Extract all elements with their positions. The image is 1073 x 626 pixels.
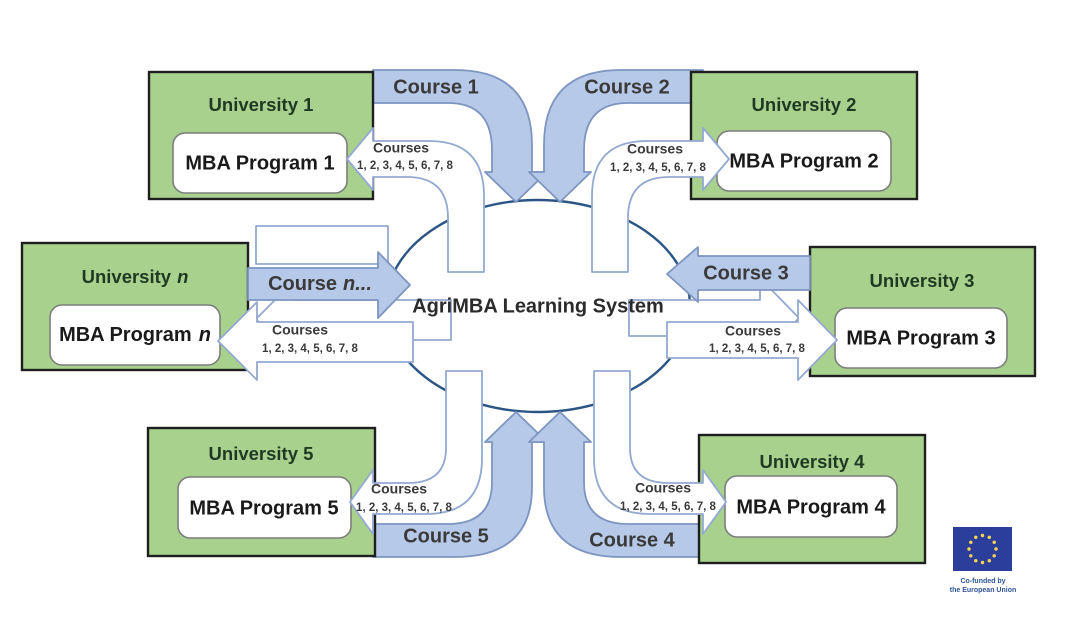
course-n-arrow [247, 251, 411, 319]
mba-program-1-box [172, 132, 348, 194]
courses-label-5: Courses 1, 2, 3, 4, 5, 6, 7, 8 [356, 481, 453, 514]
eu-star [992, 554, 996, 558]
courses-word-2: Courses [627, 141, 683, 157]
courses-word-4: Courses [635, 480, 691, 496]
course-1-arrow [372, 69, 548, 203]
university-4-box: University 4 MBA Program 4 [697, 433, 927, 565]
eu-badge-line2: the European Union [950, 587, 1017, 594]
course-2-arrow [528, 69, 704, 203]
center-system-label: AgriMBA Learning System [412, 295, 664, 317]
course-4-label: Course 4 [589, 529, 675, 551]
courses-to-mba-n-echo-band [255, 225, 389, 265]
mba-program-2-label: MBA Program 2 [729, 150, 878, 172]
courses-label-4: Courses 1, 2, 3, 4, 5, 6, 7, 8 [620, 480, 717, 513]
university-2-title: University 2 [752, 94, 857, 115]
eu-flag [953, 527, 1012, 571]
mba-program-1-label: MBA Program 1 [185, 152, 334, 174]
courses-label-n: Courses 1, 2, 3, 4, 5, 6, 7, 8 [262, 322, 359, 355]
university-5-title: University 5 [209, 443, 314, 464]
course-2-label: Course 2 [584, 76, 670, 98]
course-1-label: Course 1 [393, 76, 479, 98]
eu-star [969, 540, 973, 544]
courses-to-mba-n-arrow [217, 301, 414, 381]
courses-nums-5: 1, 2, 3, 4, 5, 6, 7, 8 [356, 502, 453, 514]
eu-star [994, 547, 998, 551]
eu-star [987, 559, 991, 563]
course-3-label: Course 3 [703, 262, 789, 284]
course-3-arrow [666, 246, 811, 303]
eu-badge: Co-funded by the European Union [950, 527, 1017, 594]
university-3-box: University 3 MBA Program 3 [808, 245, 1037, 378]
courses-nums-1: 1, 2, 3, 4, 5, 6, 7, 8 [357, 160, 454, 172]
university-1-box: University 1 MBA Program 1 [147, 70, 375, 201]
eu-star [967, 547, 971, 551]
mba-program-3-label: MBA Program 3 [846, 327, 995, 349]
courses-nums-3: 1, 2, 3, 4, 5, 6, 7, 8 [709, 343, 806, 355]
course-4-arrow [528, 411, 704, 558]
eu-badge-line1: Co-funded by [960, 578, 1005, 585]
courses-to-mba-3-arrow [666, 299, 838, 381]
mba-program-5-box [177, 476, 352, 539]
courses-label-1: Courses 1, 2, 3, 4, 5, 6, 7, 8 [357, 140, 454, 172]
mba-program-4-box [724, 475, 898, 538]
university-3-title: University 3 [870, 270, 975, 291]
university-5-box: University 5 MBA Program 5 [146, 426, 377, 558]
mba-program-4-label: MBA Program 4 [736, 496, 886, 518]
courses-word-1: Courses [373, 140, 429, 156]
university-4-title: University 4 [760, 451, 866, 472]
courses-word-5: Courses [371, 481, 427, 497]
eu-star [980, 560, 985, 565]
university-1-title: University 1 [209, 94, 314, 115]
courses-to-mba-4-arrow [593, 370, 727, 535]
eu-star [992, 540, 996, 544]
mba-program-5-label: MBA Program 5 [189, 497, 338, 519]
courses-to-mba-1-arrow [346, 127, 485, 273]
courses-nums-n: 1, 2, 3, 4, 5, 6, 7, 8 [262, 343, 359, 355]
course-5-label: Course 5 [403, 525, 489, 547]
eu-star [974, 535, 978, 539]
eu-star [980, 533, 985, 538]
courses-nums-2: 1, 2, 3, 4, 5, 6, 7, 8 [610, 162, 707, 174]
eu-star [974, 559, 978, 563]
eu-star [987, 535, 991, 539]
courses-to-mba-5-arrow [349, 370, 483, 535]
courses-word-n: Courses [272, 322, 328, 338]
courses-label-2: Courses 1, 2, 3, 4, 5, 6, 7, 8 [610, 141, 707, 174]
eu-star [969, 554, 973, 558]
eu-stars [967, 533, 998, 565]
university-2-box: University 2 MBA Program 2 [689, 70, 919, 201]
courses-nums-4: 1, 2, 3, 4, 5, 6, 7, 8 [620, 501, 717, 513]
courses-to-mba-2-arrow [591, 127, 730, 273]
mba-program-n-box [49, 304, 221, 366]
courses-label-3: Courses 1, 2, 3, 4, 5, 6, 7, 8 [709, 323, 806, 355]
courses-word-3: Courses [725, 323, 781, 339]
